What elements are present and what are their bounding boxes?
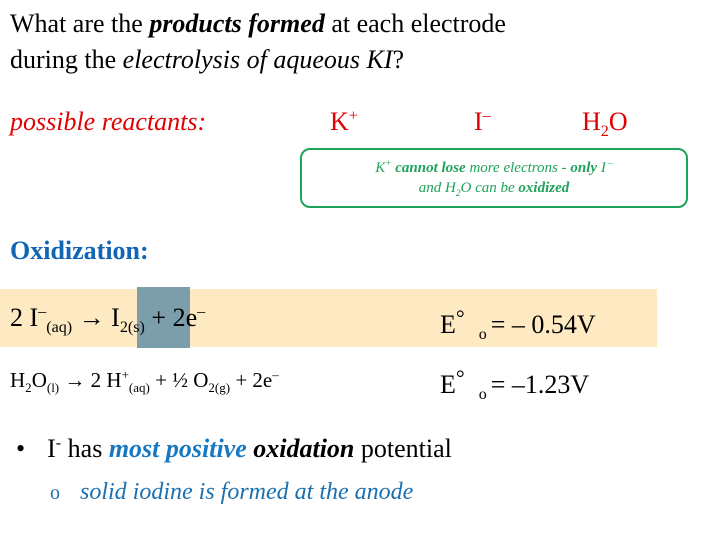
bullet-icon: •: [16, 434, 26, 463]
reactant-k-plus: K+: [330, 107, 358, 136]
explanation-callout: K+ cannot lose more electrons - only I –…: [300, 148, 688, 208]
section-heading: Oxidization:: [10, 236, 149, 265]
highlight-band: [0, 289, 657, 347]
circle-bullet-icon: o: [50, 482, 60, 504]
water-potential: E°o= –1.23V: [440, 365, 590, 403]
question-title: What are the products formed at each ele…: [10, 6, 506, 78]
reactant-iodide: I–: [474, 107, 491, 136]
callout-line-1: K+ cannot lose more electrons - only I –: [375, 159, 613, 176]
title-line-2: during the electrolysis of aqueous KI?: [10, 45, 405, 74]
electrolysis-emphasis: electrolysis of aqueous KI: [122, 45, 393, 74]
reactants-label: possible reactants:: [10, 107, 207, 136]
iodine-product: I: [111, 303, 120, 332]
products-formed-emphasis: products formed: [149, 9, 325, 38]
conclusion-bullet: •I- has most positive oxidation potentia…: [16, 434, 452, 463]
title-line-1: What are the products formed at each ele…: [10, 9, 506, 38]
iodide-potential: E°o= – 0.54V: [440, 305, 596, 343]
reactant-water: H2O: [582, 107, 628, 141]
iodide-oxidation-equation: 2 I–(aq) → I2(s) + 2e–: [10, 303, 206, 337]
product-highlight: [137, 287, 190, 348]
callout-line-2: and H2O can be oxidized: [418, 180, 570, 199]
water-oxidation-equation: H2O(l) → 2 H+(aq) + ½ O2(g) + 2e–: [10, 367, 279, 396]
